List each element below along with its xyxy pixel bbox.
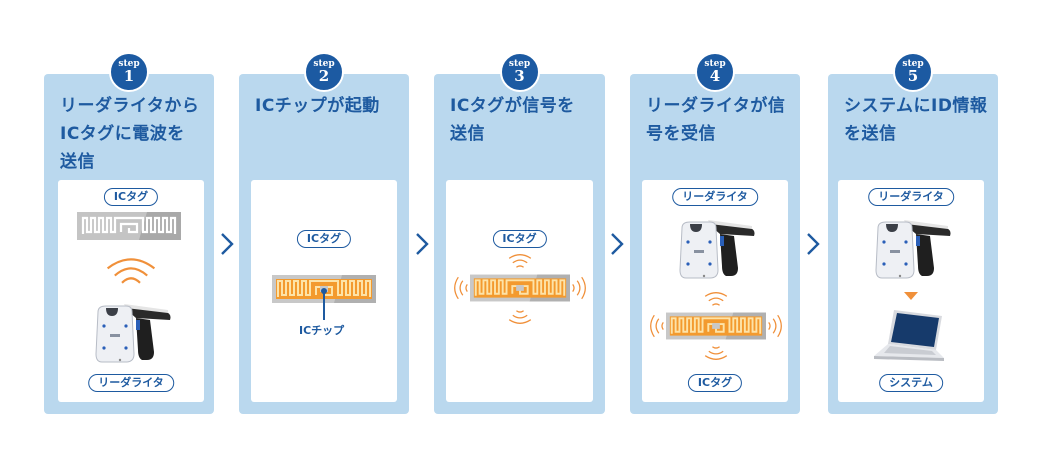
- chevron-right-icon: [220, 232, 234, 256]
- chevron-right-icon: [415, 232, 429, 256]
- radio-wave-icon: [702, 344, 730, 362]
- illustration-panel: ICタグ リーダライタ: [58, 180, 204, 402]
- chip-dot: [321, 288, 327, 294]
- step-number: 2: [318, 67, 330, 85]
- step-title: ICチップが起動: [255, 92, 401, 120]
- step-badge-3: step 3: [499, 52, 540, 92]
- illustration-panel: ICタグ: [446, 180, 593, 402]
- step-badge-2: step 2: [304, 52, 344, 92]
- step-label: step: [313, 59, 335, 69]
- step-card-5: step 5 システムにID情報 を送信 リーダライタ システム: [828, 52, 998, 414]
- step-badge-4: step 4: [695, 52, 735, 92]
- title-line: を送信: [844, 124, 897, 144]
- step-title: ICタグが信号を 送信: [450, 92, 597, 148]
- radio-wave-icon: [506, 308, 534, 326]
- step-card-4: step 4 リーダライタが信 号を受信 リーダライタ ICタグ: [630, 52, 800, 414]
- rfid-tag-icon: [77, 212, 181, 240]
- rfid-tag-active-icon: [666, 312, 766, 340]
- title-line: システムにID情報: [844, 96, 988, 116]
- ic-tag-label: ICタグ: [296, 230, 352, 248]
- title-line: 送信: [450, 124, 485, 144]
- step-badge-5: step 5: [893, 52, 933, 92]
- radio-wave-icon: [452, 274, 470, 302]
- step-card-3: step 3 ICタグが信号を 送信 ICタグ: [434, 52, 605, 414]
- ic-chip-label: ICチップ: [299, 324, 345, 337]
- title-line: リーダライタが信: [646, 96, 786, 116]
- reader-label: リーダライタ: [672, 188, 758, 206]
- ic-tag-label: ICタグ: [103, 188, 159, 206]
- title-line: 送信: [60, 152, 95, 172]
- radio-wave-icon: [648, 312, 666, 340]
- handheld-rfid-reader-icon: [676, 214, 756, 286]
- step-label: step: [508, 59, 531, 69]
- step-card-1: step 1 リーダライタから ICタグに電波を 送信 ICタグ リーダライタ: [44, 52, 214, 414]
- ic-tag-label: ICタグ: [687, 374, 743, 392]
- rfid-tag-active-icon: [470, 274, 570, 302]
- step-label: step: [704, 59, 726, 69]
- title-line: 号を受信: [646, 124, 716, 144]
- step-title: システムにID情報 を送信: [844, 92, 990, 148]
- reader-label: リーダライタ: [868, 188, 954, 206]
- radio-wave-icon: [766, 312, 784, 340]
- radio-wave-icon: [506, 252, 534, 270]
- step-badge-1: step 1: [109, 52, 149, 92]
- handheld-rfid-reader-icon: [872, 214, 952, 286]
- title-line: リーダライタから: [60, 96, 200, 116]
- step-card-2: step 2 ICチップが起動 ICタグ ICチップ: [239, 52, 409, 414]
- step-number: 5: [907, 67, 919, 85]
- radio-wave-icon: [570, 274, 588, 302]
- illustration-panel: リーダライタ システム: [838, 180, 984, 402]
- step-number: 3: [514, 67, 525, 85]
- chip-pointer-line: [323, 290, 325, 320]
- step-label: step: [118, 59, 140, 69]
- illustration-panel: リーダライタ ICタグ: [642, 180, 788, 402]
- laptop-icon: [870, 306, 950, 366]
- step-title: リーダライタが信 号を受信: [646, 92, 792, 148]
- triangle-down-icon: [904, 292, 918, 300]
- step-label: step: [902, 59, 924, 69]
- chevron-right-icon: [806, 232, 820, 256]
- title-line: ICタグに電波を: [60, 124, 185, 144]
- illustration-panel: ICタグ ICチップ: [251, 180, 397, 402]
- radio-wave-icon: [702, 290, 730, 308]
- step-number: 1: [123, 67, 135, 85]
- step-title: リーダライタから ICタグに電波を 送信: [60, 92, 206, 176]
- step-number: 4: [709, 67, 721, 85]
- handheld-rfid-reader-icon: [92, 298, 172, 370]
- system-label: システム: [879, 374, 943, 392]
- ic-tag-label: ICタグ: [492, 230, 547, 248]
- reader-label: リーダライタ: [88, 374, 174, 392]
- title-line: ICタグが信号を: [450, 96, 575, 116]
- chevron-right-icon: [610, 232, 624, 256]
- title-line: ICチップが起動: [255, 96, 380, 116]
- radio-wave-icon: [104, 254, 158, 290]
